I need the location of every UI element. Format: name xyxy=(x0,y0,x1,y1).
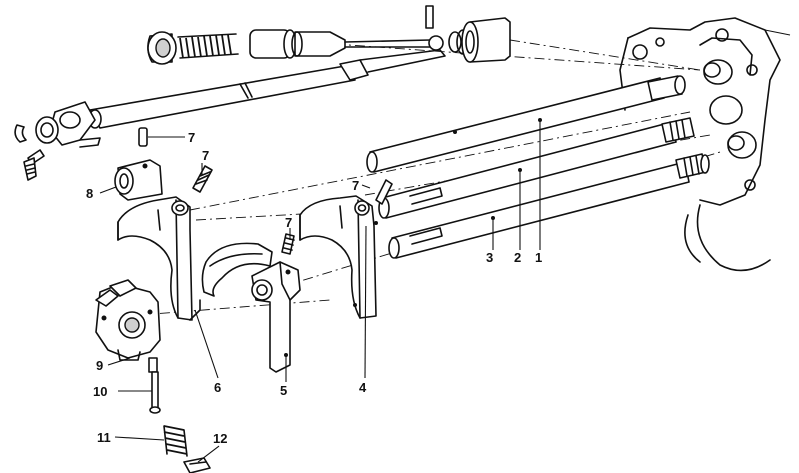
callout-7-rod: 7 xyxy=(352,178,359,193)
leader-lines xyxy=(99,120,541,463)
shift-fork-4 xyxy=(299,195,378,319)
roll-pin-rod-2 xyxy=(375,179,393,205)
detent-plunger-10 xyxy=(148,357,161,414)
shift-fork-6 xyxy=(117,196,201,321)
callout-7-fork: 7 xyxy=(285,215,292,230)
callout-11: 11 xyxy=(97,430,111,445)
callout-7-pin: 7 xyxy=(202,148,209,163)
selector-rod-2 xyxy=(378,117,695,219)
shift-collar-8 xyxy=(114,159,163,201)
selector-rod-1 xyxy=(366,75,686,173)
callout-5: 5 xyxy=(280,383,287,398)
selector-block-9 xyxy=(95,279,161,361)
callout-10: 10 xyxy=(93,384,107,399)
callout-1: 1 xyxy=(535,250,542,265)
callout-4: 4 xyxy=(359,380,367,395)
callout-6: 6 xyxy=(214,380,221,395)
callout-8: 8 xyxy=(86,186,93,201)
callout-7-top: 7 xyxy=(188,130,195,145)
detent-spring-11 xyxy=(163,425,188,457)
upper-shaft-assembly xyxy=(88,5,511,129)
callout-2: 2 xyxy=(514,250,521,265)
callout-9: 9 xyxy=(96,358,103,373)
roll-pins xyxy=(138,127,393,255)
shift-fork-5 xyxy=(201,242,301,373)
gearbox-housing xyxy=(619,17,791,272)
callout-12: 12 xyxy=(213,431,227,446)
callouts: 7 7 8 7 7 1 2 3 4 5 6 9 10 11 12 xyxy=(86,130,542,446)
roll-pin-top xyxy=(138,127,148,147)
callout-3: 3 xyxy=(486,250,493,265)
screw-plug-12 xyxy=(183,457,211,473)
selector-finger xyxy=(14,101,101,181)
